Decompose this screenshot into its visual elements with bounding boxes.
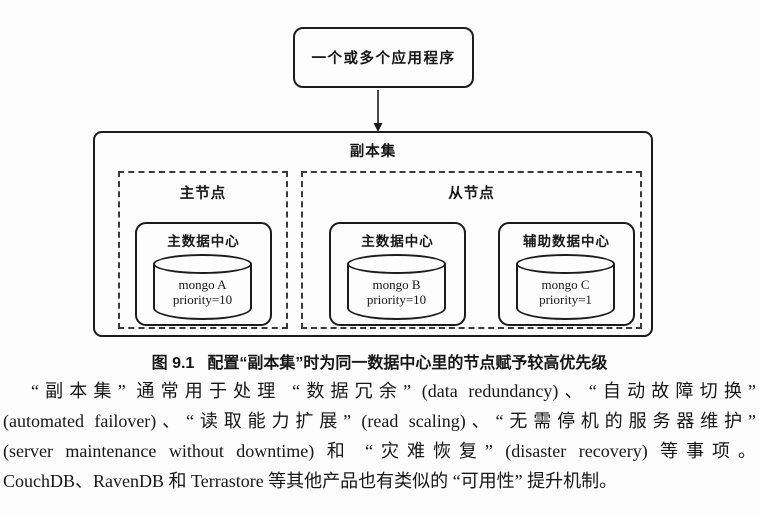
- mongo-a-text: mongo A priority=10: [153, 277, 252, 307]
- body-paragraph: “副本集” 通常用于处理 “数据冗余” (data redundancy)、“自…: [3, 376, 756, 496]
- paragraph-line-3: (server maintenance without downtime) 和 …: [3, 441, 756, 461]
- mongo-b-text: mongo B priority=10: [347, 277, 446, 307]
- paragraph-line-2: (automated failover)、“读取能力扩展” (read scal…: [3, 411, 756, 431]
- primary-datacenter-box: 主数据中心 mongo A priority=10: [135, 222, 272, 326]
- secondary-primary-datacenter-box: 主数据中心 mongo B priority=10: [329, 222, 466, 326]
- replica-set-box: 副本集 主节点 主数据中心 mongo A priority=10 从节点: [93, 131, 653, 337]
- mongo-a-name: mongo A: [178, 277, 227, 292]
- mongo-b-name: mongo B: [372, 277, 421, 292]
- primary-datacenter-label: 主数据中心: [167, 234, 240, 249]
- replica-set-label: 副本集: [349, 144, 397, 160]
- mongo-c-priority: priority=1: [539, 292, 592, 307]
- secondary-node-group: 从节点 主数据中心 mongo B priority=10 辅助数据中心: [301, 171, 642, 329]
- secondary-primary-datacenter-label: 主数据中心: [361, 234, 434, 249]
- mongo-a-priority: priority=10: [172, 292, 233, 307]
- paragraph-line-1: “副本集” 通常用于处理 “数据冗余” (data redundancy)、“自…: [31, 381, 756, 401]
- figure-caption: 图 9.1 配置“副本集”时为同一数据中心里的节点赋予较高优先级: [0, 349, 759, 373]
- mongo-a-database-cylinder-icon: mongo A priority=10: [153, 254, 252, 320]
- down-arrow-icon: [373, 90, 383, 132]
- application-box: 一个或多个应用程序: [293, 27, 474, 88]
- auxiliary-datacenter-box: 辅助数据中心 mongo C priority=1: [498, 222, 635, 326]
- cylinder-top-ellipse: [153, 254, 252, 274]
- mongo-b-priority: priority=10: [366, 292, 427, 307]
- application-box-label: 一个或多个应用程序: [311, 51, 456, 67]
- mongo-c-database-cylinder-icon: mongo C priority=1: [516, 254, 615, 320]
- cylinder-top-ellipse: [516, 254, 615, 274]
- mongo-c-name: mongo C: [541, 277, 590, 292]
- cylinder-top-ellipse: [347, 254, 446, 274]
- auxiliary-datacenter-label: 辅助数据中心: [523, 234, 610, 249]
- mongo-b-database-cylinder-icon: mongo B priority=10: [347, 254, 446, 320]
- secondary-node-label: 从节点: [448, 186, 495, 202]
- paragraph-line-4: CouchDB、RavenDB 和 Terrastore 等其他产品也有类似的 …: [3, 471, 618, 491]
- mongo-c-text: mongo C priority=1: [516, 277, 615, 307]
- primary-node-group: 主节点 主数据中心 mongo A priority=10: [118, 171, 288, 329]
- figure-number: 图 9.1: [151, 355, 195, 372]
- figure-caption-text: 配置“副本集”时为同一数据中心里的节点赋予较高优先级: [207, 355, 608, 372]
- primary-node-label: 主节点: [179, 186, 227, 202]
